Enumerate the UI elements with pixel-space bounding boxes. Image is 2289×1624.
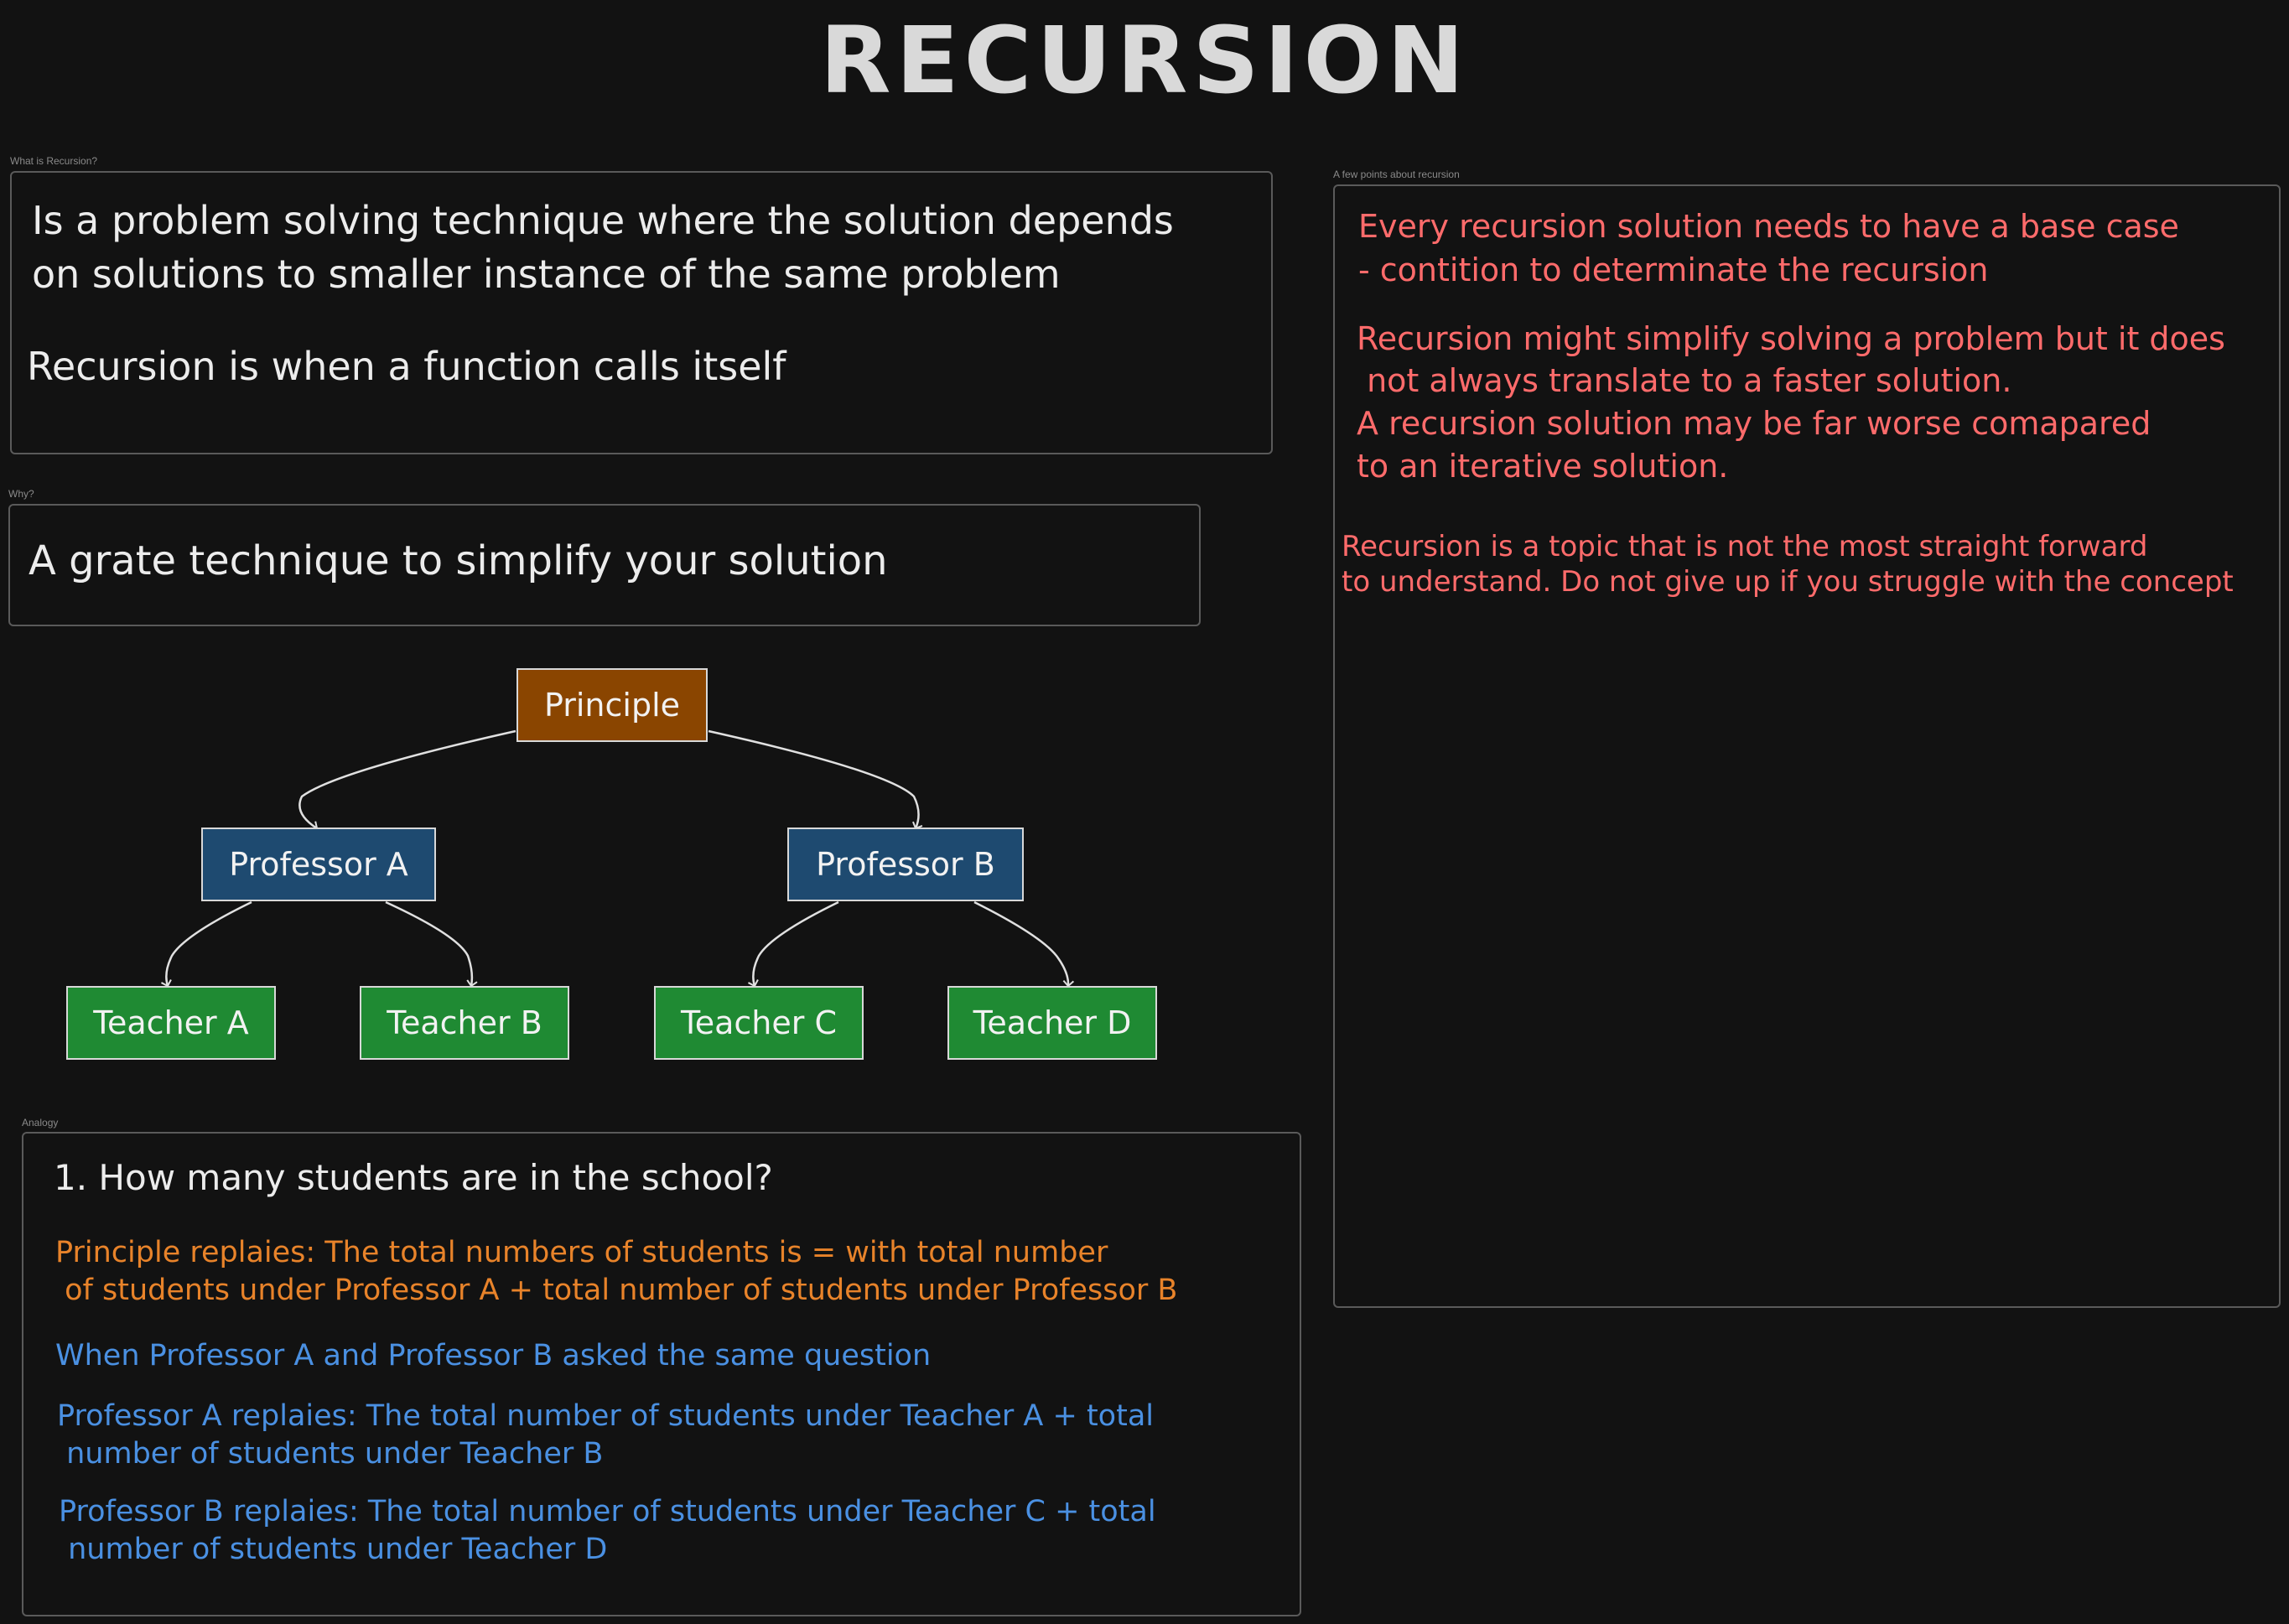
why-frame: A grate technique to simplify your solut… — [8, 504, 1201, 626]
tree-connectors — [161, 729, 1075, 988]
definition-line-2: on solutions to smaller instance of the … — [32, 252, 1061, 297]
point-2-line-1: Recursion might simplify solving a probl… — [1357, 320, 2225, 357]
node-teacher-d: Teacher D — [947, 986, 1157, 1060]
principle-reply-line-2: of students under Professor A + total nu… — [55, 1274, 1178, 1307]
frame-label-points: A few points about recursion — [1333, 169, 1460, 180]
why-text: A grate technique to simplify your solut… — [29, 537, 888, 584]
point-3-line-1: Recursion is a topic that is not the mos… — [1342, 530, 2148, 563]
page-title: RECURSION — [819, 7, 1470, 114]
edge-professor-b-teacher-d — [973, 900, 1075, 988]
point-2-line-4: to an iterative solution. — [1357, 448, 1729, 485]
professor-b-reply-line-2: number of students under Teacher D — [59, 1533, 608, 1566]
professor-a-reply-line-1: Professor A replaies: The total number o… — [57, 1399, 1154, 1433]
point-1-line-2: - contition to determinate the recursion — [1358, 252, 1989, 288]
definition-line-1: Is a problem solving technique where the… — [32, 198, 1174, 243]
frame-label-analogy: Analogy — [22, 1117, 59, 1128]
point-1-line-1: Every recursion solution needs to have a… — [1358, 208, 2179, 245]
analogy-frame: 1. How many students are in the school? … — [22, 1132, 1301, 1616]
same-question-line: When Professor A and Professor B asked t… — [55, 1339, 932, 1372]
point-2-line-2: not always translate to a faster solutio… — [1357, 362, 2012, 399]
edge-professor-b-teacher-c — [748, 900, 839, 988]
what-is-recursion-frame: Is a problem solving technique where the… — [10, 171, 1273, 454]
edge-professor-a-teacher-a — [161, 900, 252, 988]
node-teacher-b: Teacher B — [360, 986, 569, 1060]
node-principle: Principle — [516, 668, 708, 742]
edge-principle-professor-b — [708, 729, 923, 830]
definition-line-3: Recursion is when a function calls itsel… — [27, 344, 786, 389]
node-teacher-a: Teacher A — [66, 986, 276, 1060]
frame-label-why: Why? — [8, 488, 34, 500]
edge-professor-a-teacher-b — [385, 900, 478, 988]
point-3-line-2: to understand. Do not give up if you str… — [1342, 565, 2234, 599]
points-frame: Every recursion solution needs to have a… — [1333, 184, 2281, 1308]
node-professor-b: Professor B — [787, 828, 1024, 901]
principle-reply-line-1: Principle replaies: The total numbers of… — [55, 1236, 1108, 1269]
professor-a-reply-line-2: number of students under Teacher B — [57, 1437, 604, 1471]
node-teacher-c: Teacher C — [654, 986, 864, 1060]
analogy-question: 1. How many students are in the school? — [54, 1157, 773, 1198]
node-professor-a: Professor A — [201, 828, 436, 901]
edge-principle-professor-a — [298, 729, 516, 831]
frame-label-what: What is Recursion? — [10, 155, 98, 167]
point-2-line-3: A recursion solution may be far worse co… — [1357, 405, 2151, 442]
professor-b-reply-line-1: Professor B replaies: The total number o… — [59, 1495, 1156, 1528]
